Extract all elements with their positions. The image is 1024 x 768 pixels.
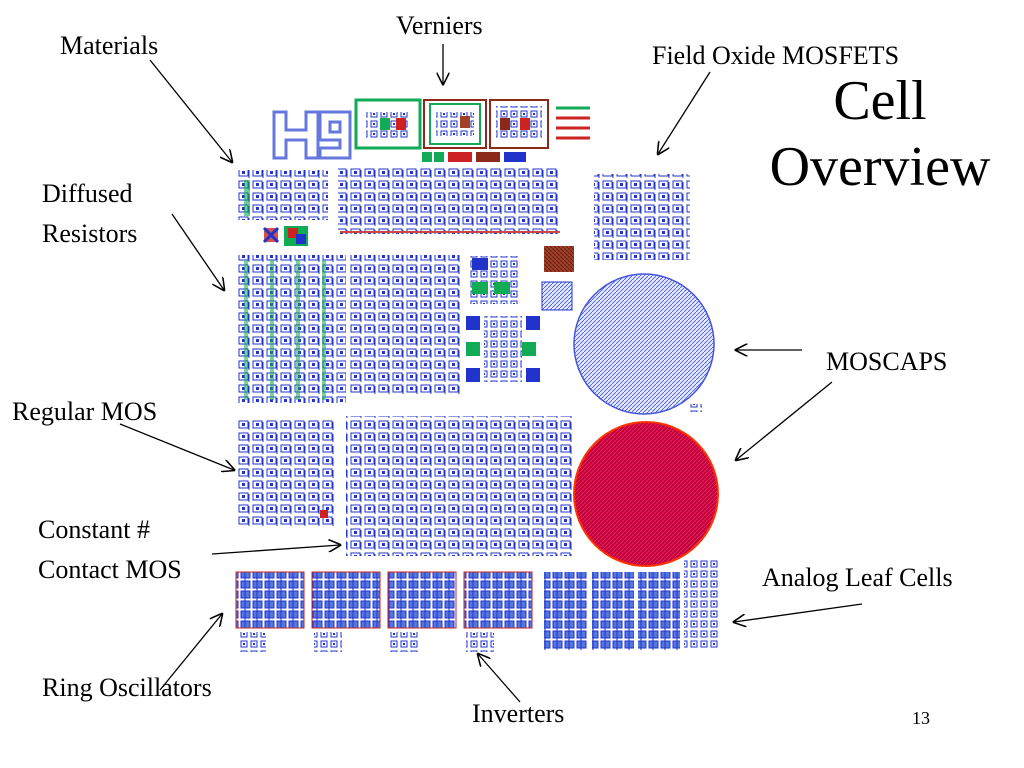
title-line-2: Overview — [769, 136, 991, 198]
slide-number: 13 — [912, 708, 930, 728]
constant-contact-array — [346, 416, 572, 556]
field-oxide-array — [594, 174, 690, 260]
label-inverters: Inverters — [472, 699, 565, 728]
verniers-cells — [354, 98, 590, 162]
label-constant-1: Constant # — [38, 515, 150, 544]
h9-logo — [272, 110, 352, 160]
moscap-blue — [573, 273, 715, 415]
label-ring-oscillators: Ring Oscillators — [42, 673, 212, 702]
upper-mos-array — [338, 168, 560, 234]
diffused-resistor-array — [236, 255, 346, 403]
label-materials: Materials — [60, 31, 159, 60]
title-line-1: Cell — [833, 70, 927, 132]
label-moscaps: MOSCAPS — [826, 347, 948, 376]
test-structures — [466, 246, 574, 382]
label-diffused-1: Diffused — [42, 179, 133, 208]
materials-cells — [236, 170, 328, 246]
label-constant-2: Contact MOS — [38, 555, 182, 584]
label-diffused-2: Resistors — [42, 219, 138, 248]
callout-arrows — [119, 44, 863, 703]
moscap-red — [573, 421, 719, 567]
label-field-oxide: Field Oxide MOSFETS — [652, 41, 900, 70]
slide-title: Cell Overview — [740, 68, 1020, 200]
analog-leaf-array — [544, 560, 718, 650]
ring-oscillator-array — [235, 571, 533, 652]
label-regular-mos: Regular MOS — [12, 397, 158, 426]
regular-mos-array — [236, 418, 336, 528]
label-analog: Analog Leaf Cells — [762, 563, 953, 592]
mid-mos-array — [350, 255, 460, 395]
label-verniers: Verniers — [396, 11, 483, 40]
